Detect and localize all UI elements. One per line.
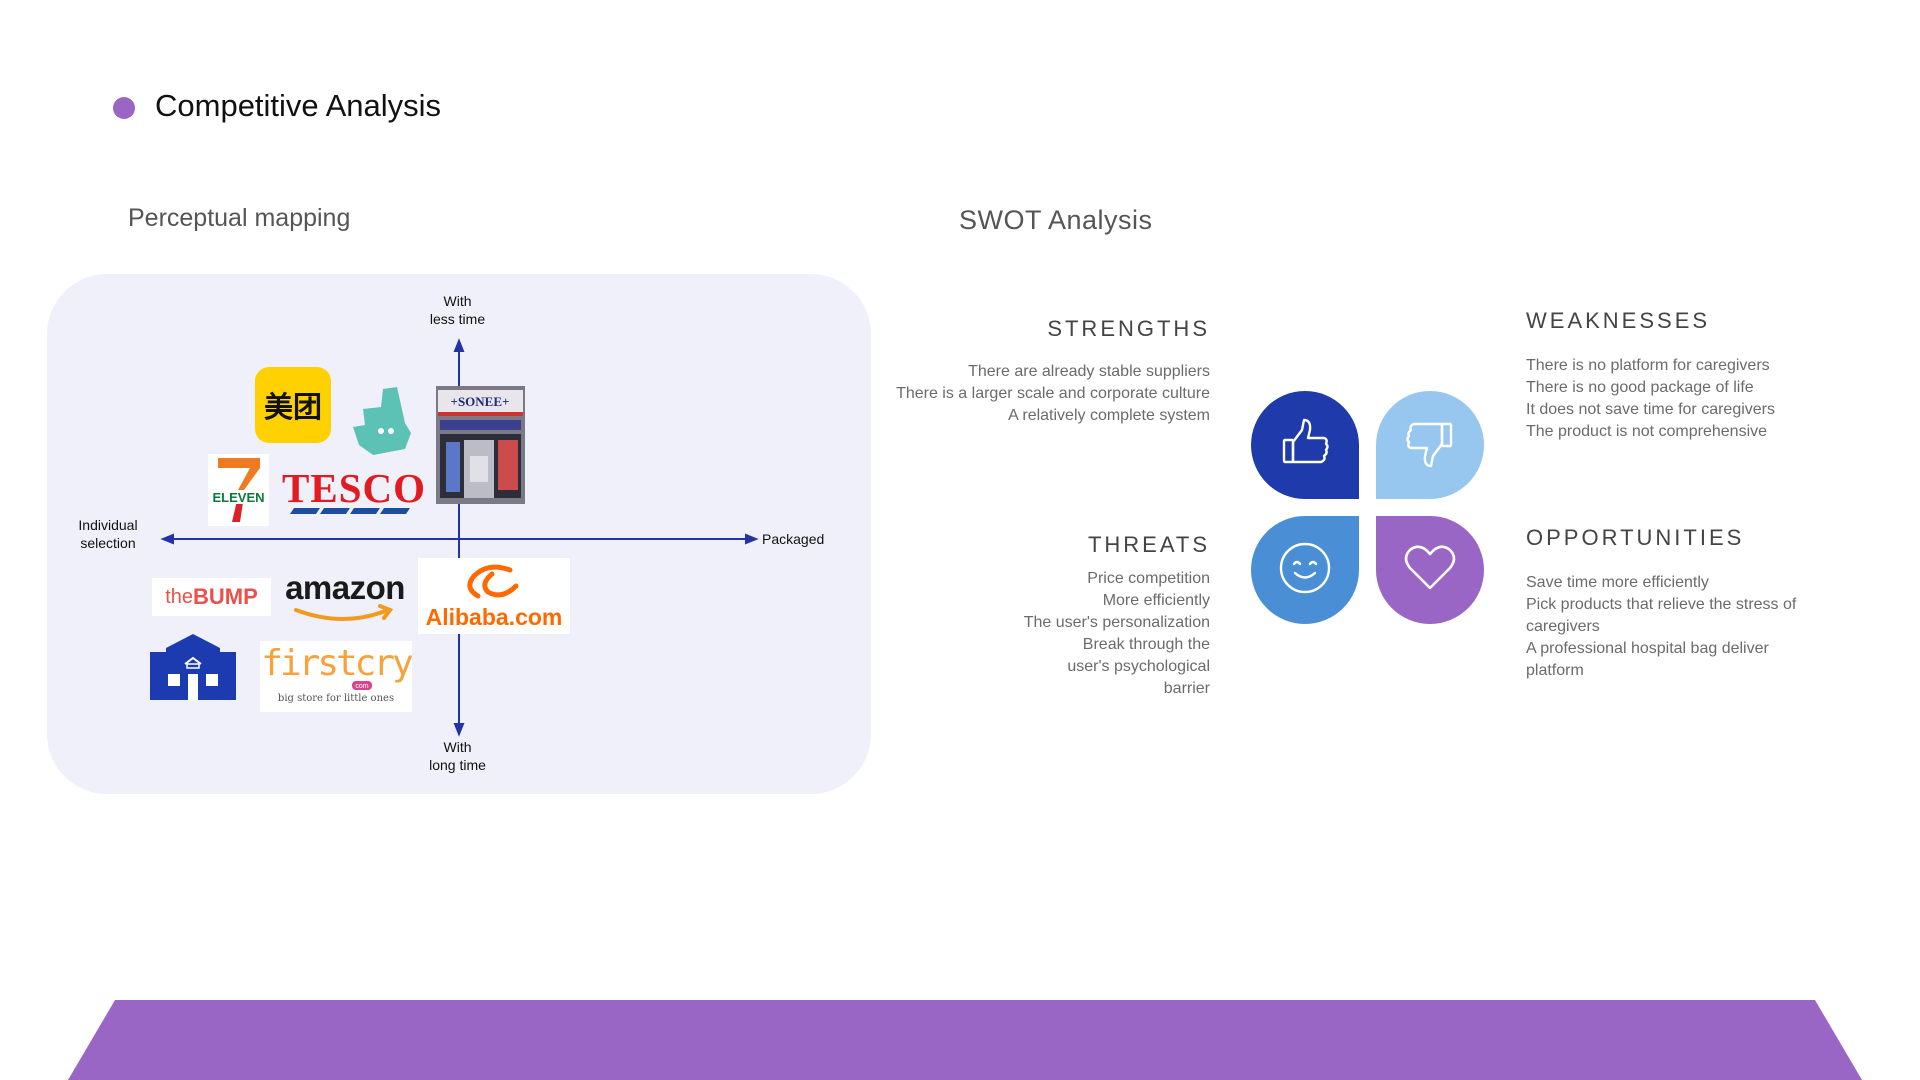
amazon-text: amazon [285,569,405,606]
firstcry-logo: firstcry com big store for little ones [260,641,412,712]
sonee-store-photo: +SONEE+ [436,386,525,504]
strengths-list: There are already stable suppliers There… [880,361,1210,427]
deliveroo-logo [345,387,415,455]
axis-label-right: Packaged [762,531,825,547]
threats-item: The user's personalization [1023,614,1210,631]
threats-item: Price competition [1087,570,1210,587]
seven-eleven-text: ELEVEN [212,490,264,505]
threats-title: THREATS [1087,532,1210,557]
firstcry-text: firstcry [261,643,412,684]
weaknesses-petal [1376,391,1484,499]
opportunities-title: OPPORTUNITIES [1526,525,1745,550]
weaknesses-title: WEAKNESSES [1526,308,1711,333]
threats-petal [1251,516,1359,624]
strengths-item: There is a larger scale and corporate cu… [896,385,1210,402]
threats-item: More efficiently [1102,592,1210,609]
opportunities-item: Save time more efficiently [1526,574,1709,591]
alibaba-logo: Alibaba.com [418,558,570,634]
strengths-item: A relatively complete system [1008,407,1210,424]
weaknesses-item: The product is not comprehensive [1526,423,1768,440]
thumbs-up-icon [1278,416,1332,475]
strengths-title: STRENGTHS [1047,316,1210,341]
tesco-text: TESCO [282,468,424,511]
tesco-logo: TESCO [282,468,424,516]
firstcry-com-text: com [355,683,368,690]
opportunities-item: A professional hospital bag deliver plat… [1526,640,1769,679]
strengths-item: There are already stable suppliers [968,363,1210,380]
weaknesses-item: It does not save time for caregivers [1526,401,1775,418]
strengths-petal [1251,391,1359,499]
perceptual-mapping-heading: Perceptual mapping [128,204,351,232]
weaknesses-list: There is no platform for caregivers Ther… [1526,355,1866,443]
threats-item: Break through the user's psychological b… [1067,636,1210,697]
smiley-icon [1277,540,1333,601]
amazon-logo: amazon [278,568,412,628]
thumbs-down-icon [1403,416,1457,475]
perceptual-map-panel [47,274,871,794]
swot-heading: SWOT Analysis [959,205,1153,235]
alibaba-text: Alibaba.com [425,604,563,630]
opportunities-item: Pick products that relieve the stress of… [1526,596,1797,635]
seven-eleven-logo: ELEVEN [208,454,269,526]
house-logo [150,634,236,700]
threats-list: Price competition More efficiently The u… [880,568,1210,700]
heart-icon [1402,542,1458,599]
title-bullet [113,97,135,119]
opportunities-petal [1376,516,1484,624]
opportunities-list: Save time more efficiently Pick products… [1526,572,1846,682]
sonee-sign-text: +SONEE+ [451,394,510,409]
firstcry-tagline: big store for little ones [277,693,395,704]
weaknesses-item: There is no good package of life [1526,379,1754,396]
page-title: Competitive Analysis [155,88,442,123]
meituan-logo: 美团 [255,367,331,443]
weaknesses-item: There is no platform for caregivers [1526,357,1770,374]
